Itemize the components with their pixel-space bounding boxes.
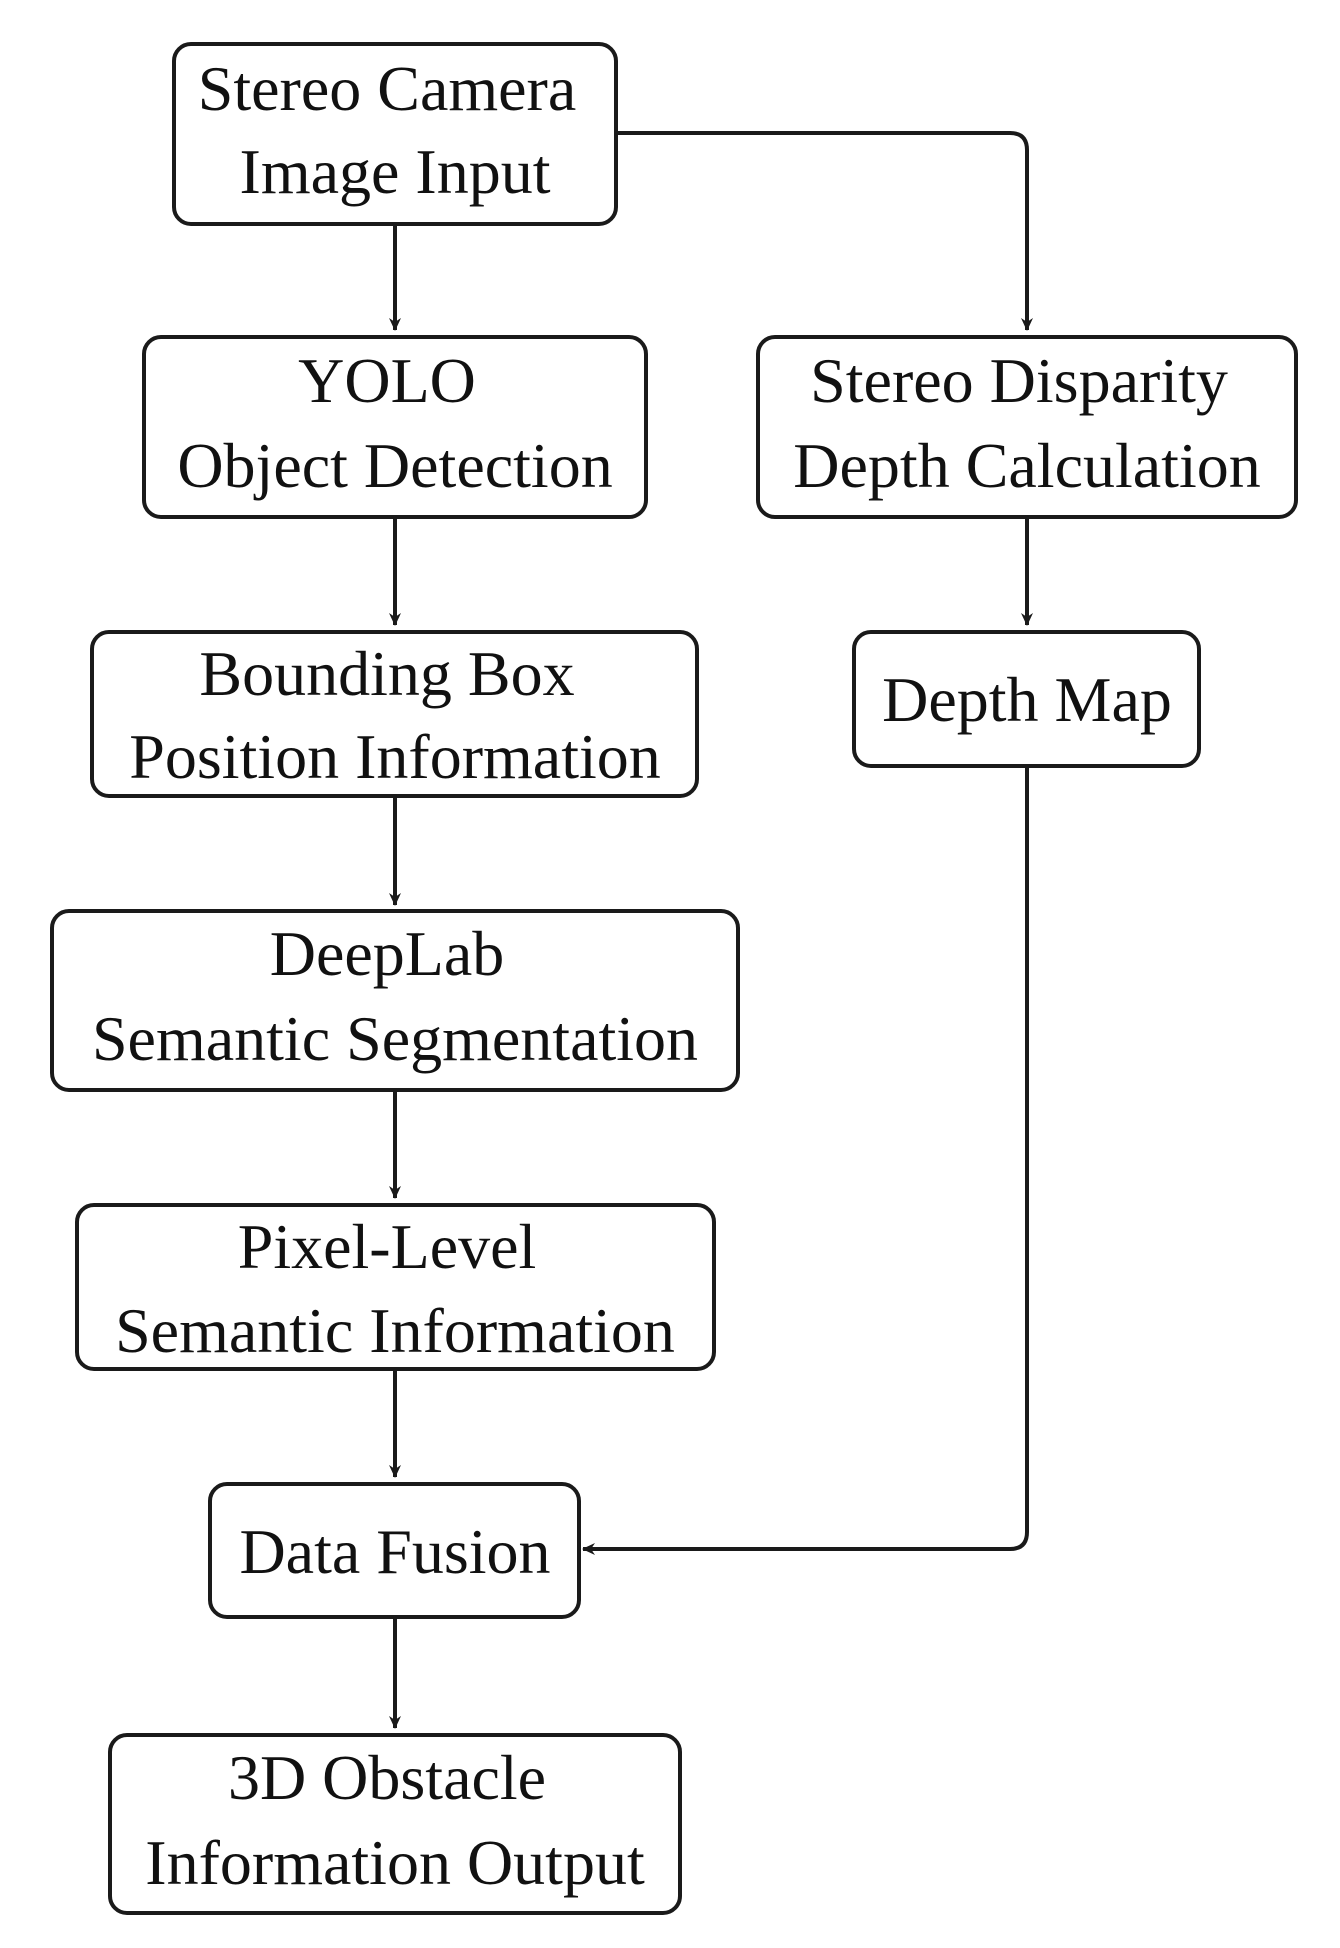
node-camera: Stereo Camera Image Input xyxy=(172,42,618,226)
node-output-box xyxy=(108,1733,682,1915)
node-yolo-label: YOLO Object Detection xyxy=(177,345,612,501)
node-pixel-line-2: Semantic Information xyxy=(115,1295,675,1366)
node-bbox: Bounding Box Position Information xyxy=(90,630,699,798)
node-depthmap-line-1: Depth Map xyxy=(882,664,1172,735)
node-pixel-label: Pixel-Level Semantic Information xyxy=(115,1211,675,1366)
node-deeplab-label: DeepLab Semantic Segmentation xyxy=(92,918,698,1074)
node-output-line-2: Information Output xyxy=(145,1827,645,1898)
edge-depthmap-to-fusion xyxy=(582,767,1029,1555)
node-output: 3D Obstacle Information Output xyxy=(108,1733,682,1915)
node-disparity-label: Stereo Disparity Depth Calculation xyxy=(793,345,1260,501)
node-disparity: Stereo Disparity Depth Calculation xyxy=(756,335,1298,519)
node-camera-box xyxy=(172,42,618,226)
node-depthmap-label: Depth Map xyxy=(882,664,1172,735)
node-camera-line-2: Image Input xyxy=(240,136,551,207)
node-camera-label: Stereo Camera Image Input xyxy=(198,53,593,207)
node-depthmap-box xyxy=(852,630,1201,768)
node-fusion-box xyxy=(208,1482,581,1619)
node-disparity-box xyxy=(756,335,1298,519)
node-yolo-line-2: Object Detection xyxy=(177,430,612,501)
node-pixel-box xyxy=(75,1203,716,1371)
node-pixel: Pixel-Level Semantic Information xyxy=(75,1203,716,1371)
node-bbox-line-1: Bounding Box xyxy=(199,638,574,709)
node-disparity-line-1: Stereo Disparity xyxy=(810,345,1228,416)
node-deeplab: DeepLab Semantic Segmentation xyxy=(50,909,740,1092)
node-output-line-1: 3D Obstacle xyxy=(228,1742,546,1813)
node-disparity-line-2: Depth Calculation xyxy=(793,430,1260,501)
node-deeplab-line-1: DeepLab xyxy=(270,918,505,989)
node-fusion-line-1: Data Fusion xyxy=(239,1516,550,1587)
node-camera-line-1: Stereo Camera xyxy=(198,53,577,124)
node-deeplab-box xyxy=(50,909,740,1092)
node-deeplab-line-2: Semantic Segmentation xyxy=(92,1003,698,1074)
node-depthmap: Depth Map xyxy=(852,630,1201,768)
node-bbox-label: Bounding Box Position Information xyxy=(129,638,661,792)
edges xyxy=(389,131,1033,1729)
node-bbox-box xyxy=(90,630,699,798)
edge-camera-to-disparity xyxy=(617,131,1033,331)
node-fusion: Data Fusion xyxy=(208,1482,581,1619)
node-pixel-line-1: Pixel-Level xyxy=(238,1211,537,1282)
node-yolo-line-1: YOLO xyxy=(298,345,476,416)
node-output-label: 3D Obstacle Information Output xyxy=(145,1742,645,1898)
node-fusion-label: Data Fusion xyxy=(239,1516,550,1587)
node-yolo-box xyxy=(142,335,648,519)
node-yolo: YOLO Object Detection xyxy=(142,335,648,519)
node-bbox-line-2: Position Information xyxy=(129,721,661,792)
